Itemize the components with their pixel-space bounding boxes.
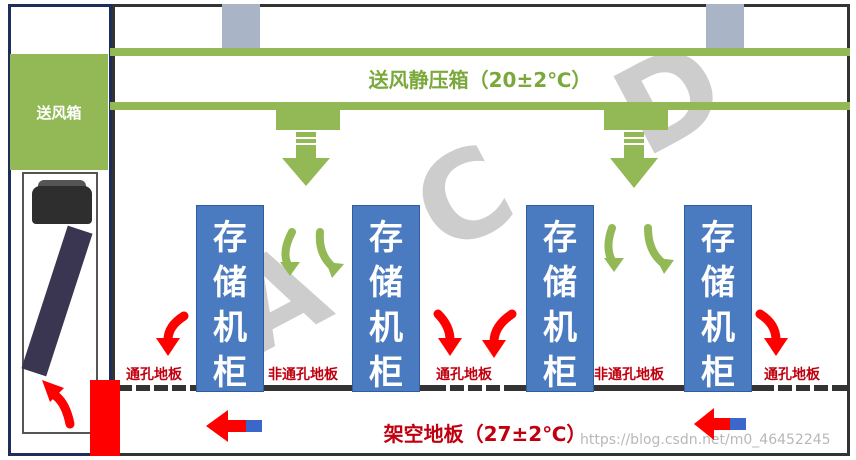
plenum-label: 送风静压箱（20±2℃） xyxy=(368,68,592,92)
rack-char: 存 xyxy=(543,218,577,258)
rack-char: 柜 xyxy=(213,353,247,393)
rack-char: 柜 xyxy=(701,353,735,393)
fan-icon xyxy=(32,186,92,224)
down-arrow-icon-left xyxy=(282,132,330,186)
tile-label-perforated-3: 通孔地板 xyxy=(764,364,820,384)
tile-label-perforated-2: 通孔地板 xyxy=(436,364,492,384)
perforated-tile-mid xyxy=(432,385,516,391)
rack-char: 机 xyxy=(543,308,577,348)
top-duct-left xyxy=(222,4,260,50)
rack-char: 柜 xyxy=(543,353,577,393)
watermark: https://blog.csdn.net/m0_46452245 xyxy=(580,432,831,448)
perforated-tile-left xyxy=(118,385,190,391)
rack-char: 存 xyxy=(701,218,735,258)
supply-box-label: 送风箱 xyxy=(36,104,82,122)
plenum-bottom-wall xyxy=(110,102,850,110)
supply-box xyxy=(10,54,108,170)
tile-label-solid-1: 非通孔地板 xyxy=(268,364,338,384)
tile-label-perforated-1: 通孔地板 xyxy=(126,364,182,384)
rack-char: 机 xyxy=(701,308,735,348)
ceiling-diffuser-left xyxy=(276,108,340,130)
rack-char: 机 xyxy=(369,308,403,348)
plenum-top-wall xyxy=(110,48,850,56)
storage-rack-1: 存 储 机 柜 xyxy=(196,205,264,393)
rack-char: 储 xyxy=(213,263,247,303)
rack-char: 存 xyxy=(213,218,247,258)
ceiling-diffuser-right xyxy=(604,108,668,130)
storage-rack-2: 存 储 机 柜 xyxy=(352,205,420,393)
up-arrow-icon xyxy=(42,380,64,402)
storage-rack-3: 存 储 机 柜 xyxy=(526,205,594,393)
rack-char: 储 xyxy=(369,263,403,303)
rack-char: 机 xyxy=(213,308,247,348)
down-arrow-icon-right xyxy=(610,132,658,188)
rack-char: 储 xyxy=(701,263,735,303)
tile-label-solid-2: 非通孔地板 xyxy=(594,364,664,384)
red-down-arrow-icon xyxy=(156,338,788,358)
storage-rack-4: 存 储 机 柜 xyxy=(684,205,752,393)
rack-char: 储 xyxy=(543,263,577,303)
left-arrow-icon xyxy=(206,408,746,442)
rack-char: 存 xyxy=(369,218,403,258)
perforated-tile-right xyxy=(760,385,840,391)
room-outline xyxy=(112,4,850,456)
rack-char: 柜 xyxy=(369,353,403,393)
top-duct-right xyxy=(706,4,744,50)
crac-column xyxy=(8,4,112,456)
raised-floor-label: 架空地板（27±2℃） xyxy=(383,422,587,446)
crac-outlet-block xyxy=(90,380,120,456)
